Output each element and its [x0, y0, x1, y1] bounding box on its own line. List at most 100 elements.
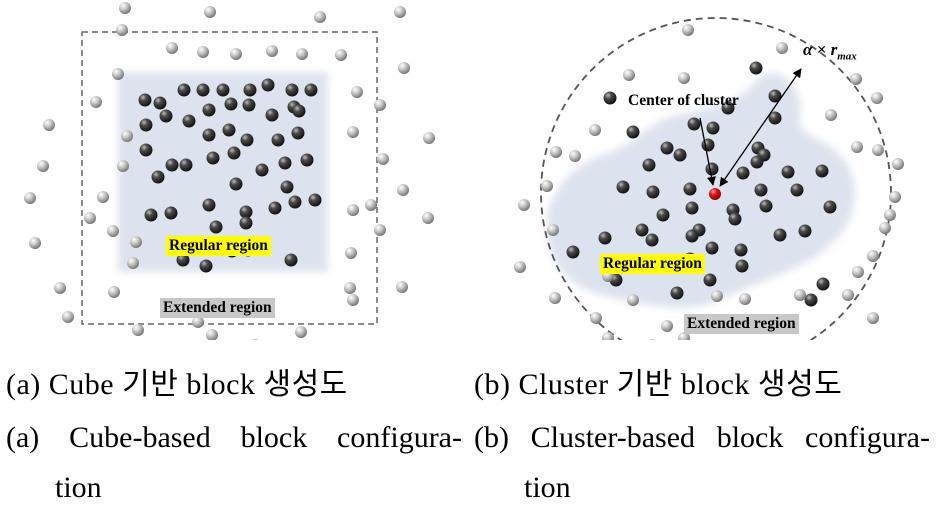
light-particle — [108, 286, 120, 298]
dark-particle — [153, 96, 167, 110]
dark-particle — [734, 243, 748, 257]
light-particle — [396, 281, 408, 293]
dark-particle — [598, 231, 612, 245]
dark-particle — [706, 121, 720, 135]
dark-particle — [239, 205, 253, 219]
caption-b-english-line2: tion — [524, 471, 571, 504]
light-particle — [197, 46, 209, 58]
dark-particle — [179, 158, 193, 172]
light-particle — [394, 6, 406, 18]
dark-particle — [781, 165, 795, 179]
radius-arrow — [719, 68, 802, 187]
light-particle — [549, 292, 561, 304]
light-particle — [550, 146, 562, 158]
dark-particle — [701, 138, 715, 152]
light-particle — [589, 124, 601, 136]
dark-particle — [159, 109, 173, 123]
light-particle — [119, 2, 131, 14]
dark-particle — [646, 185, 660, 199]
light-particle — [794, 289, 806, 301]
dark-particle — [151, 170, 165, 184]
light-particle — [132, 324, 144, 336]
light-particle — [842, 289, 854, 301]
dark-particle — [216, 83, 230, 97]
dark-particle — [670, 286, 684, 300]
dark-particle — [202, 198, 216, 212]
dark-particle — [177, 83, 191, 97]
dark-particle — [202, 103, 216, 117]
dark-particle — [165, 158, 179, 172]
dark-particle — [749, 61, 763, 75]
light-particle — [344, 282, 356, 294]
light-particle — [711, 290, 723, 302]
light-particle — [397, 184, 409, 196]
regular-region-label-b: Regular region — [600, 254, 705, 274]
caption-a-english-line2: tion — [55, 471, 102, 504]
light-particle — [374, 224, 386, 236]
dark-particle — [265, 108, 279, 122]
panel-b — [514, 17, 904, 340]
dark-particle — [243, 83, 257, 97]
light-particle — [569, 150, 581, 162]
dark-particle — [300, 153, 314, 167]
light-particle — [335, 49, 347, 61]
dark-particle — [790, 183, 804, 197]
light-particle — [627, 294, 639, 306]
dark-particle — [703, 273, 717, 287]
dark-particle — [255, 163, 269, 177]
light-particle — [314, 11, 326, 23]
regular-region-label-a: Regular region — [166, 236, 271, 256]
light-particle — [678, 72, 690, 84]
dark-particle — [626, 125, 640, 139]
dark-particle — [736, 166, 750, 180]
light-particle — [351, 86, 363, 98]
dark-particle — [705, 162, 719, 176]
light-particle — [518, 199, 530, 211]
dark-particle — [759, 199, 773, 213]
dark-particle — [754, 183, 768, 197]
light-particle — [204, 6, 216, 18]
dark-particle — [224, 97, 238, 111]
light-particle — [825, 109, 837, 121]
light-particle — [852, 266, 864, 278]
dark-particle — [705, 241, 719, 255]
dark-particle — [139, 118, 153, 132]
light-particle — [648, 339, 656, 340]
light-particle — [365, 199, 377, 211]
light-particle — [871, 92, 883, 104]
light-particle — [112, 68, 124, 80]
light-particle — [867, 312, 879, 324]
light-particle — [166, 42, 178, 54]
dark-particle — [280, 180, 294, 194]
light-particle — [739, 293, 751, 305]
dark-particle — [271, 133, 285, 147]
light-particle — [422, 212, 434, 224]
extended-region-label-a: Extended region — [160, 298, 275, 318]
light-particle — [266, 45, 278, 57]
light-particle — [682, 24, 694, 36]
light-particle — [398, 62, 410, 74]
caption-b-korean: (b) Cluster 기반 block 생성도 — [474, 368, 843, 401]
light-particle — [90, 96, 102, 108]
light-particle — [851, 141, 863, 153]
radius-label: α × rmax — [800, 40, 860, 66]
dark-particle — [645, 233, 659, 247]
light-particle — [192, 316, 204, 328]
dark-particle — [804, 293, 818, 307]
dark-particle — [773, 228, 787, 242]
light-particle — [97, 191, 109, 203]
radius-label-main: α × r — [803, 40, 838, 59]
dark-particle — [222, 123, 236, 137]
light-particle — [623, 69, 635, 81]
light-particle — [374, 99, 386, 111]
dark-particle — [750, 155, 764, 169]
dark-particle — [268, 201, 282, 215]
dark-particle — [815, 164, 829, 178]
light-particle — [24, 192, 36, 204]
dark-particle — [182, 114, 196, 128]
light-particle — [54, 282, 66, 294]
dark-particle — [642, 158, 656, 172]
dark-particle — [278, 156, 292, 170]
caption-b-english-line1: (b) Cluster-based block configura- — [474, 421, 930, 454]
dark-particle — [304, 83, 318, 97]
